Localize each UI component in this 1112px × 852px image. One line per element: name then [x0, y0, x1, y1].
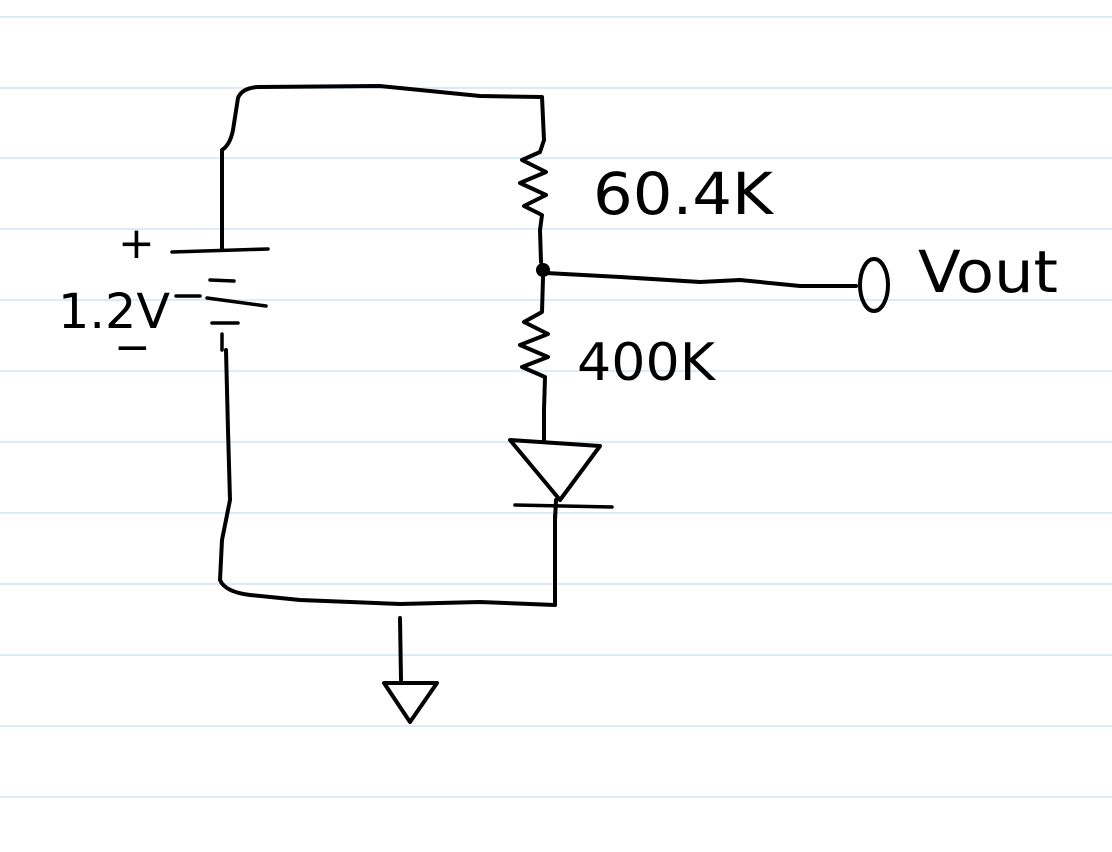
- output-terminal: [858, 257, 890, 313]
- resistor-top-label: 60.4K: [593, 160, 775, 228]
- battery-symbol: [170, 247, 270, 352]
- ground-symbol: [382, 616, 439, 724]
- wire-output: [544, 271, 858, 288]
- output-label: Vout: [918, 238, 1058, 306]
- battery-plus-label: +: [118, 218, 155, 269]
- resistor-bottom: [518, 276, 550, 442]
- battery-minus-label: −: [114, 322, 151, 373]
- resistor-bottom-label: 400K: [577, 333, 717, 393]
- diode-symbol: [508, 438, 614, 522]
- battery-voltage-label: 1.2V: [58, 284, 170, 340]
- resistor-top: [518, 138, 548, 264]
- wire-top: [220, 84, 546, 252]
- notebook-ruled-lines: [0, 16, 1112, 798]
- wire-left: [218, 348, 557, 607]
